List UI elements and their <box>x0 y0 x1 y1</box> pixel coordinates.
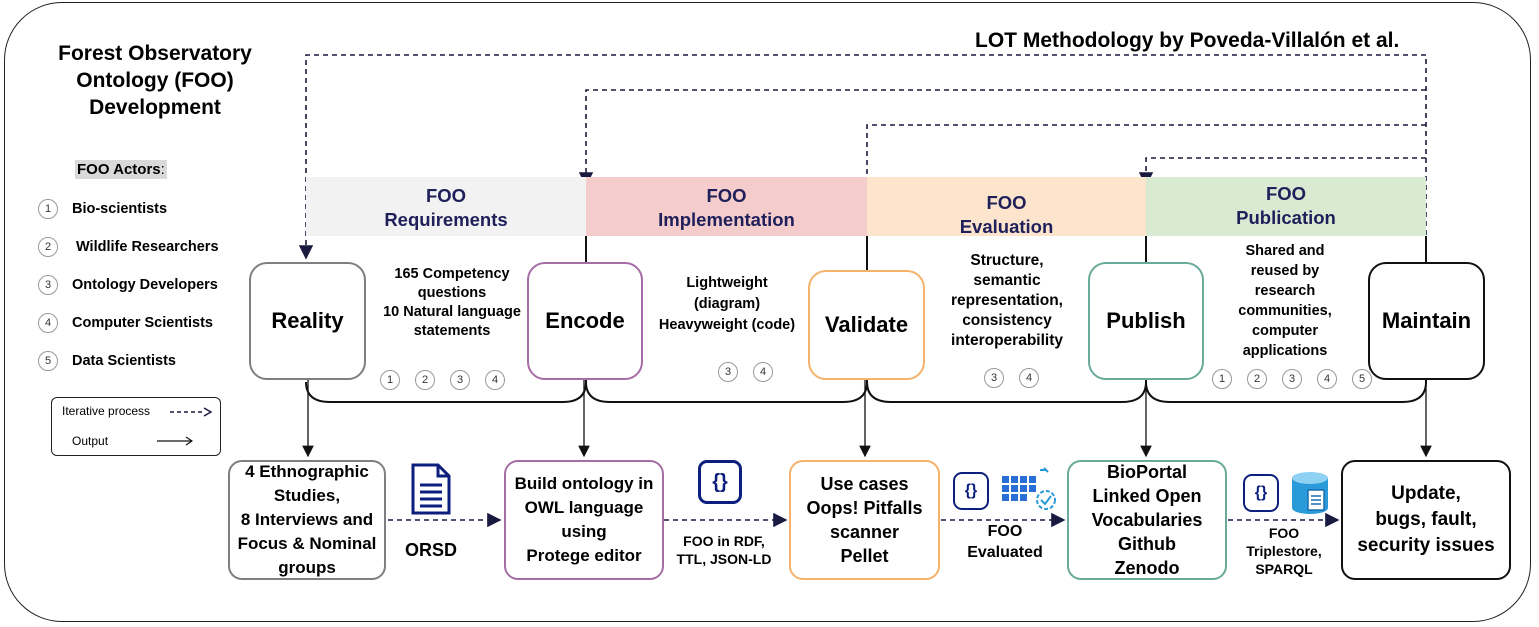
node-maintain: Maintain <box>1368 262 1485 380</box>
actor-label: Data Scientists <box>72 353 176 369</box>
actor-item: 1 Bio-scientists <box>38 198 167 220</box>
implementation-description: Lightweight(diagram)Heavyweight (code) <box>658 275 796 333</box>
diagram-title: Forest Observatory Ontology (FOO) Develo… <box>58 42 252 119</box>
actor-item: 5 Data Scientists <box>38 350 176 372</box>
actor-number-badge: 3 <box>38 275 58 295</box>
actor-number-badge: 4 <box>753 362 773 382</box>
actor-number-badge: 1 <box>38 199 58 219</box>
actor-number-badge: 2 <box>415 370 435 390</box>
actor-number-badge: 4 <box>485 370 505 390</box>
actor-label: Computer Scientists <box>72 315 213 331</box>
legend-iterative-label: Iterative process <box>62 404 151 418</box>
node-encode: Encode <box>527 262 643 380</box>
code-braces-icon: {} <box>1243 474 1279 512</box>
solid-arrow-icon <box>157 436 193 446</box>
actor-number-badge: 1 <box>380 370 400 390</box>
legend-output-label: Output <box>72 434 109 448</box>
actor-number-badge: 2 <box>1247 369 1267 389</box>
code-braces-icon: {} <box>953 472 989 510</box>
requirements-actor-refs: 1 2 3 4 <box>380 370 505 390</box>
grid-check-icon <box>1002 467 1056 510</box>
node-validate: Validate <box>808 270 925 380</box>
actor-label: Wildlife Researchers <box>76 239 219 255</box>
document-icon <box>411 463 451 515</box>
actor-number-badge: 2 <box>38 237 58 257</box>
actor-number-badge: 3 <box>450 370 470 390</box>
actor-number-badge: 4 <box>1317 369 1337 389</box>
evaluation-actor-refs: 3 4 <box>984 368 1039 388</box>
actor-number-badge: 4 <box>38 313 58 333</box>
actor-label: Bio-scientists <box>72 201 168 217</box>
dashed-arrow-icon <box>170 407 212 417</box>
actor-number-badge: 3 <box>984 368 1004 388</box>
actor-number-badge: 3 <box>1282 369 1302 389</box>
actors-heading: FOO Actors: <box>75 160 167 179</box>
legend-box: Iterative process Output <box>51 397 221 456</box>
actor-item: 2 Wildlife Researchers <box>38 236 219 258</box>
node-reality: Reality <box>249 262 366 380</box>
orsd-label: ORSD <box>404 540 457 560</box>
actor-item: 3 Ontology Developers <box>38 274 218 296</box>
rdf-label: FOO in RDF,TTL, JSON-LD <box>676 533 772 567</box>
actor-number-badge: 3 <box>718 362 738 382</box>
publication-actor-refs: 1 2 3 4 5 <box>1212 369 1372 389</box>
implementation-actor-refs: 3 4 <box>718 362 773 382</box>
actor-number-badge: 5 <box>1352 369 1372 389</box>
methodology-label: LOT Methodology by Poveda-Villalón et al… <box>975 29 1400 52</box>
actor-label: Ontology Developers <box>72 277 218 293</box>
actor-item: 4 Computer Scientists <box>38 312 213 334</box>
output-maintenance: Update,bugs, fault,security issues <box>1341 460 1511 580</box>
database-icon <box>1292 472 1328 514</box>
actor-number-badge: 1 <box>1212 369 1232 389</box>
diagram-frame <box>4 2 1531 622</box>
node-publish: Publish <box>1088 262 1204 380</box>
code-braces-icon: {} <box>698 460 742 504</box>
actor-number-badge: 5 <box>38 351 58 371</box>
actor-number-badge: 4 <box>1019 368 1039 388</box>
